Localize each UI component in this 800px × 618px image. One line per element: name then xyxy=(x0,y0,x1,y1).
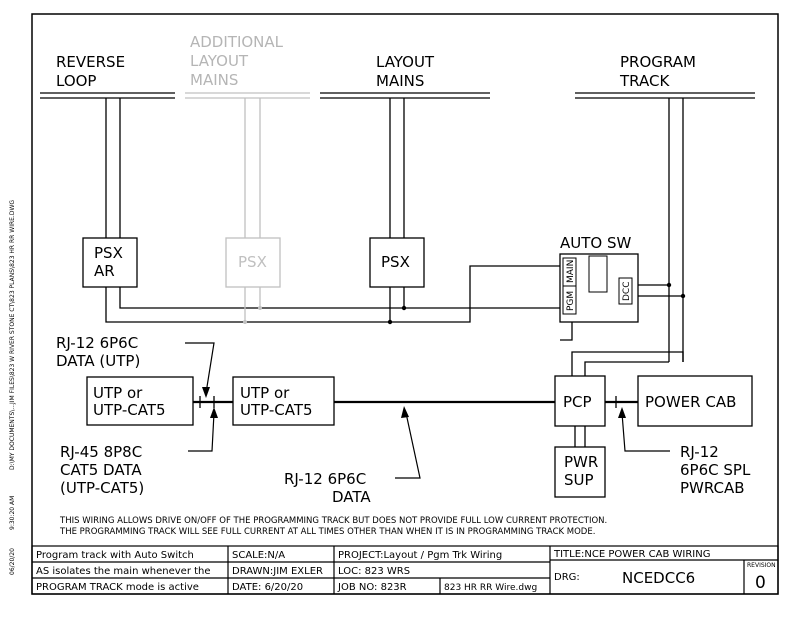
title-job: JOB NO: 823R xyxy=(337,582,407,593)
data-bus-ticks xyxy=(199,396,617,408)
program-track-label-2: TRACK xyxy=(619,72,670,90)
auto-sw-pgm-terminal xyxy=(562,285,577,315)
layout-mains-label-2: MAINS xyxy=(376,72,424,90)
pwr-sup-label-1: PWR xyxy=(564,453,598,471)
auto-sw-box xyxy=(559,253,639,323)
wiring-note-1: THIS WIRING ALLOWS DRIVE ON/OFF OF THE P… xyxy=(59,516,607,526)
wiring-note-2: THE PROGRAMMING TRACK WILL SEE FULL CURR… xyxy=(59,527,595,537)
rj45-callout-1: RJ-45 8P8C xyxy=(60,443,142,461)
layout-mains-label-1: LAYOUT xyxy=(376,53,435,71)
title-block-grid xyxy=(31,545,779,595)
auto-sw-relay xyxy=(588,255,608,293)
layout-mains-feeders xyxy=(389,98,405,322)
rj12-utp-leader xyxy=(185,342,215,394)
auto-sw-dcc-label: DCC xyxy=(622,282,632,302)
layout-mains-track xyxy=(320,92,490,99)
reverse-loop-label-1: REVERSE xyxy=(56,53,125,71)
pcp-box xyxy=(554,375,606,427)
additional-mains-label-3: MAINS xyxy=(190,71,238,89)
psx-gray-box xyxy=(225,237,281,288)
rj12-data-callout-1: RJ-12 6P6C xyxy=(284,470,366,488)
pcp-label: PCP xyxy=(563,393,592,411)
power-cab-box xyxy=(637,375,753,427)
title-scale: SCALE:N/A xyxy=(232,550,285,561)
title-title: TITLE:NCE POWER CAB WIRING xyxy=(553,549,710,560)
title-file: 823 HR RR Wire.dwg xyxy=(444,583,537,593)
rj12-spl-callout-1: RJ-12 xyxy=(680,443,719,461)
drawing-border xyxy=(31,13,779,595)
program-track-feeders xyxy=(571,98,684,376)
power-cab-label: POWER CAB xyxy=(645,393,736,411)
psx-ar-box xyxy=(82,237,138,288)
title-drg-label: DRG: xyxy=(554,572,580,583)
rj12-data-callout-2: DATA xyxy=(332,488,371,506)
utp-panel-1-label-1: UTP or xyxy=(93,384,143,402)
auto-sw-dcc-terminal xyxy=(618,277,633,305)
utp-panel-1-label-2: UTP-CAT5 xyxy=(93,401,166,419)
psx-main-box xyxy=(369,237,425,288)
rj45-callout-3: (UTP-CAT5) xyxy=(60,479,144,497)
additional-mains-track xyxy=(185,92,310,99)
utp-panel-2 xyxy=(232,376,335,426)
title-drawn: DRAWN:JIM EXLER xyxy=(232,566,323,577)
utp-panel-2-label-2: UTP-CAT5 xyxy=(240,401,313,419)
additional-mains-label-1: ADDITIONAL xyxy=(190,33,284,51)
title-revision: 0 xyxy=(755,573,766,593)
psx-ar-label-1: PSX xyxy=(94,244,123,262)
title-desc-1: Program track with Auto Switch xyxy=(36,550,194,561)
rj12-utp-callout-2: DATA (UTP) xyxy=(56,352,140,370)
rj12-spl-arrowhead xyxy=(618,407,626,418)
auto-sw-label: AUTO SW xyxy=(560,234,631,252)
psx-ar-label-2: AR xyxy=(94,262,115,280)
title-date: DATE: 6/20/20 xyxy=(232,582,303,593)
psx-main-label: PSX xyxy=(381,253,410,271)
pcp-to-pwr-sup-wires xyxy=(574,426,586,447)
title-drg-number: NCEDCC6 xyxy=(622,569,695,587)
additional-mains-label-2: LAYOUT xyxy=(190,52,249,70)
autosw-to-pcp-wires xyxy=(560,322,573,341)
psx-gray-label: PSX xyxy=(238,253,267,271)
title-desc-2: AS isolates the main whenever the xyxy=(36,566,211,577)
rj12-spl-callout-2: 6P6C SPL xyxy=(680,461,751,479)
pwr-sup-box xyxy=(554,446,606,498)
rj12-data-leader xyxy=(395,412,421,479)
title-revision-label: REVISION xyxy=(747,562,776,569)
auto-sw-pgm-label: PGM xyxy=(566,291,576,311)
side-date: 06/20/20 xyxy=(9,548,16,575)
rj12-spl-callout-3: PWRCAB xyxy=(680,479,745,497)
title-project: PROJECT:Layout / Pgm Trk Wiring xyxy=(338,550,502,561)
utp-panel-1 xyxy=(86,376,194,426)
rj12-spl-leader xyxy=(621,412,670,452)
reverse-loop-track xyxy=(40,92,175,99)
rj45-leader xyxy=(188,412,215,452)
additional-mains-feeders xyxy=(244,98,261,322)
side-time: 9:30:20 AM xyxy=(9,496,16,530)
side-file-path: D:\MY DOCUMENTS\...JIM FILES\823 W RIVER… xyxy=(9,200,16,470)
reverse-loop-label-2: LOOP xyxy=(56,72,96,90)
program-track-label-1: PROGRAM xyxy=(620,53,696,71)
rj12-data-arrowhead xyxy=(401,406,409,418)
rj45-arrowhead xyxy=(210,407,218,418)
rj12-utp-callout-1: RJ-12 6P6C xyxy=(56,334,138,352)
title-loc: LOC: 823 WRS xyxy=(338,566,410,577)
title-desc-3: PROGRAM TRACK mode is active xyxy=(36,582,199,593)
reverse-loop-feeders xyxy=(105,98,565,323)
program-track xyxy=(575,92,755,99)
rj45-callout-2: CAT5 DATA xyxy=(60,461,142,479)
pwr-sup-label-2: SUP xyxy=(564,471,594,489)
rj12-utp-arrowhead xyxy=(202,387,210,398)
utp-panel-2-label-1: UTP or xyxy=(240,384,290,402)
auto-sw-main-label: MAIN xyxy=(566,260,576,283)
